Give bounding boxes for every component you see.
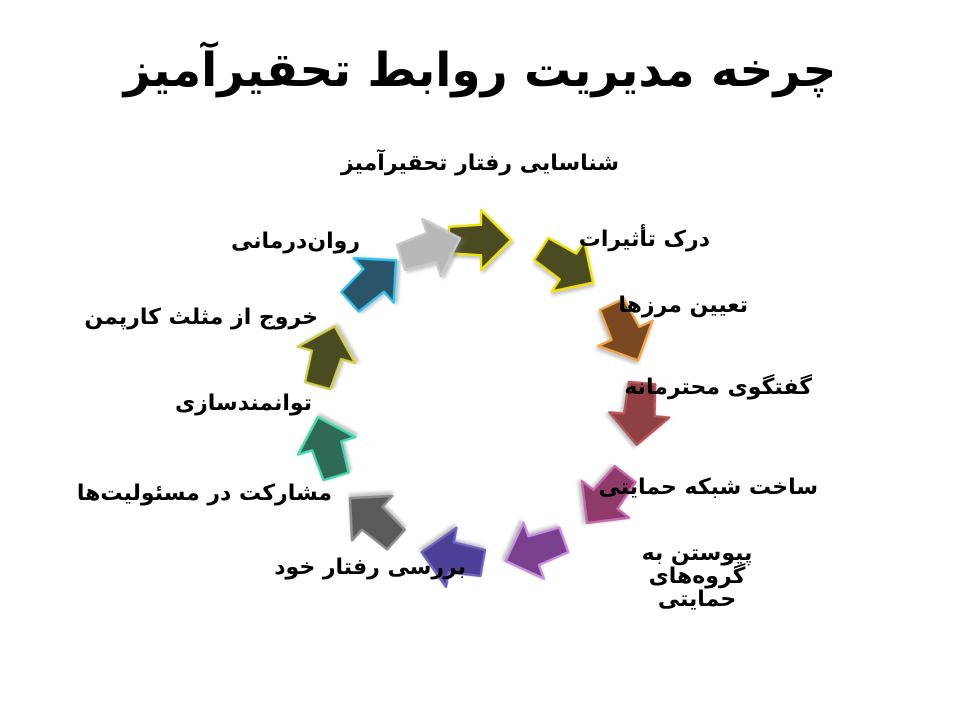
- cycle-label-understand-effects: درک تأثیرات: [578, 227, 710, 252]
- cycle-label-psychotherapy: روان‌درمانی: [230, 229, 360, 254]
- cycle-arrow-5: [504, 521, 570, 581]
- cycle-arrow-0: [447, 208, 513, 272]
- cycle-label-support-network: ساخت شبکه حمایتی: [598, 475, 818, 500]
- cycle-label-identify: شناسایی رفتار تحقیرآمیز: [340, 151, 620, 176]
- cycle-arrow-0-shape: [447, 208, 513, 272]
- cycle-arrow-5-shape: [504, 521, 570, 581]
- cycle-label-shared-responsibility: مشارکت در مسئولیت‌ها: [76, 481, 332, 506]
- cycle-arrow-8: [296, 415, 357, 482]
- cycle-arrow-7: [348, 494, 407, 551]
- cycle-label-exit-karpman-triangle: خروج از مثلث کارپمن: [84, 305, 318, 330]
- psychotherapy-gray-arrow-shape: [395, 217, 462, 278]
- cycle-label-set-boundaries: تعیین مرزها: [618, 293, 748, 318]
- cycle-label-support-groups-line2: حمایتی: [657, 587, 737, 613]
- cycle-label-empowerment: توانمندسازی: [174, 391, 312, 416]
- cycle-label-self-review: بررسی رفتار خود: [274, 555, 466, 580]
- cycle-label-respectful-dialogue: گفتگوی محترمانه: [624, 375, 812, 400]
- page-title: چرخه مدیریت روابط تحقیرآمیز: [123, 43, 837, 98]
- psychotherapy-gray-arrow: [395, 217, 462, 278]
- cycle-label-support-groups-line1: پیوستن به گروه‌های: [641, 541, 753, 590]
- cycle-label-support-groups: پیوستن به گروه‌های حمایتی: [592, 542, 802, 611]
- cycle-arrow-8-shape: [296, 415, 357, 482]
- cycle-arrow-7-shape: [348, 494, 407, 551]
